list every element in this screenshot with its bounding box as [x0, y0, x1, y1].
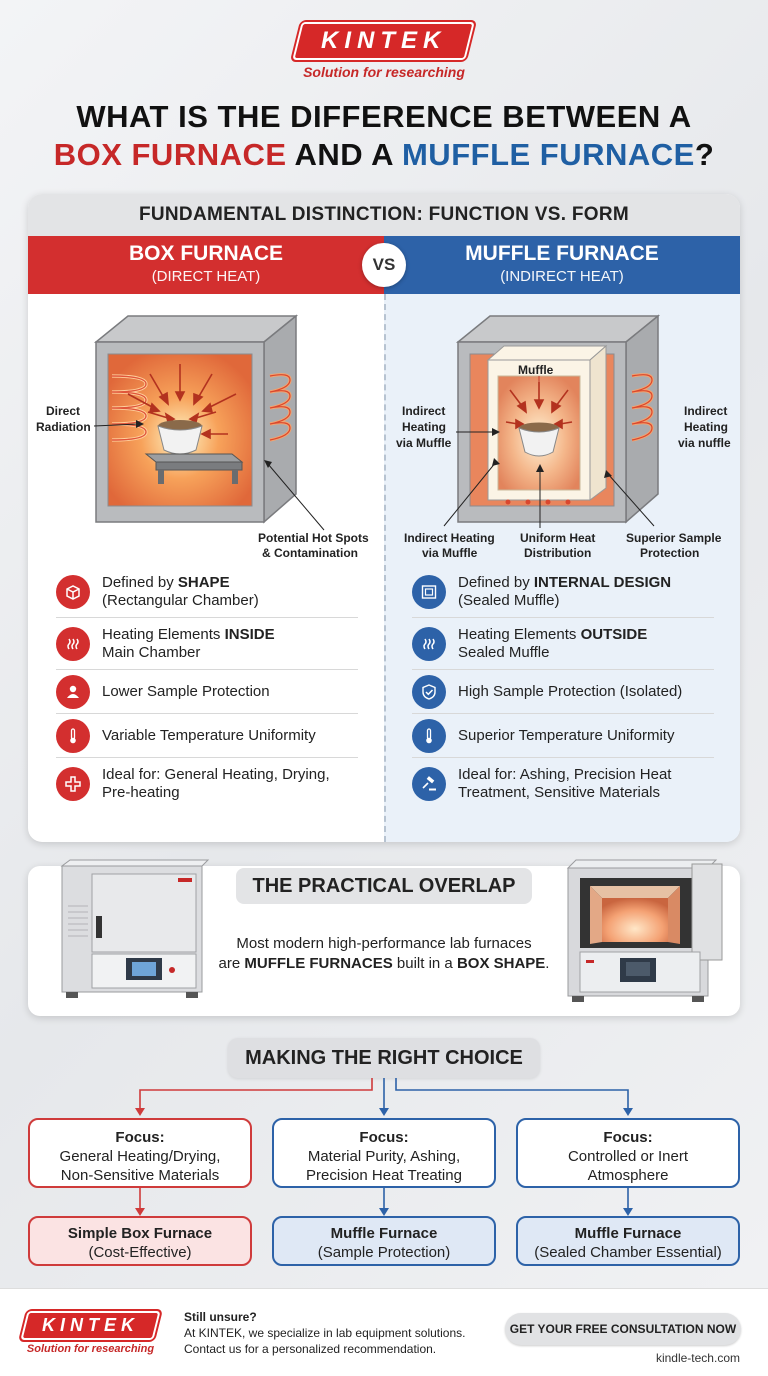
- feature-text: Ideal for: General Heating, Drying,Pre-h…: [102, 766, 330, 801]
- choice-title: MAKING THE RIGHT CHOICE: [228, 1038, 540, 1078]
- muffle-furnace-sub: (INDIRECT HEAT): [500, 268, 624, 285]
- label-ind-l3: via Muffle: [396, 436, 452, 450]
- footer-logo-tagline: Solution for researching: [26, 1343, 155, 1355]
- label-bottom-mid-2: Distribution: [524, 546, 591, 560]
- result-box-muffle: Muffle Furnace(Sample Protection): [272, 1216, 496, 1266]
- logo-text: KINTEK: [321, 27, 447, 54]
- focus-box-general: Focus:General Heating/Drying,Non-Sensiti…: [28, 1118, 252, 1188]
- feature-text: Lower Sample Protection: [102, 682, 270, 700]
- thermometer-icon: [412, 718, 446, 753]
- label-direct-1: Direct: [46, 404, 80, 418]
- label-ind-r1: Indirect: [684, 404, 727, 418]
- thermometer-icon: [56, 718, 90, 753]
- box-furnace-illustration: Direct Radiation Potential Hot Spots & C…: [28, 294, 384, 566]
- title-line-1: WHAT IS THE DIFFERENCE BETWEEN A: [76, 99, 692, 134]
- feature-item: Defined by SHAPE(Rectangular Chamber): [56, 566, 358, 618]
- consultation-button[interactable]: GET YOUR FREE CONSULTATION NOW: [505, 1313, 741, 1345]
- focus-box-purity: Focus:Material Purity, Ashing,Precision …: [272, 1118, 496, 1188]
- label-direct-2: Radiation: [36, 420, 91, 434]
- muffle-furnace-name: MUFFLE FURNACE: [465, 242, 659, 265]
- label-ind-l1: Indirect: [402, 404, 445, 418]
- label-ind-r2: Heating: [684, 420, 728, 434]
- feature-item: Superior Temperature Uniformity: [412, 714, 714, 758]
- practical-overlap-panel: THE PRACTICAL OVERLAP Most modern high-p…: [28, 859, 740, 1016]
- footer: KINTEK Solution for researching Still un…: [0, 1288, 768, 1376]
- feature-text: Defined by INTERNAL DESIGN(Sealed Muffle…: [458, 573, 672, 609]
- logo-tagline: Solution for researching: [303, 64, 465, 80]
- label-hot-2: & Contamination: [262, 546, 358, 560]
- box-furnace-header: BOX FURNACE (DIRECT HEAT): [28, 236, 384, 294]
- title-box-furnace: BOX FURNACE: [53, 137, 287, 172]
- heat-waves-icon: [56, 626, 90, 661]
- feature-item: Variable Temperature Uniformity: [56, 714, 358, 758]
- comparison-heading: FUNDAMENTAL DISTINCTION: FUNCTION VS. FO…: [28, 194, 740, 236]
- column-divider: [384, 294, 386, 842]
- footer-logo-badge: KINTEK: [20, 1311, 161, 1340]
- box-furnace-features: Defined by SHAPE(Rectangular Chamber) He…: [28, 566, 384, 810]
- website-link[interactable]: kindle-tech.com: [655, 1351, 740, 1365]
- label-bottom-right-2: Protection: [640, 546, 699, 560]
- medical-cross-icon: [56, 767, 90, 801]
- muffle-furnace-diagram: Muffle Indirect Heating via Muffle: [396, 314, 731, 560]
- title-question: ?: [694, 137, 715, 172]
- label-ind-r3: via nuffle: [678, 436, 731, 450]
- box-furnace-name: BOX FURNACE: [128, 242, 283, 265]
- cube-icon: [56, 574, 90, 609]
- label-bottom-mid-1: Uniform Heat: [520, 531, 595, 545]
- title-muffle-furnace: MUFFLE FURNACE: [401, 137, 695, 172]
- result-box-muffle-sealed: Muffle Furnace(Sealed Chamber Essential): [516, 1216, 740, 1266]
- title-and: AND A: [286, 137, 402, 172]
- feature-item: Ideal for: General Heating, Drying,Pre-h…: [56, 758, 358, 810]
- comparison-card: FUNDAMENTAL DISTINCTION: FUNCTION VS. FO…: [28, 194, 740, 842]
- footer-line-1: At KINTEK, we specialize in lab equipmen…: [184, 1326, 466, 1340]
- feature-text: Defined by SHAPE(Rectangular Chamber): [102, 573, 259, 609]
- label-muffle: Muffle: [518, 363, 554, 377]
- title-line-2: BOX FURNACE AND A MUFFLE FURNACE?: [0, 136, 768, 174]
- choice-tree-connectors: [135, 1078, 633, 1216]
- closed-furnace-image: [60, 859, 210, 998]
- feature-text: High Sample Protection (Isolated): [458, 682, 683, 700]
- label-hot-1: Potential Hot Spots: [258, 531, 369, 545]
- muffle-furnace-features: Defined by INTERNAL DESIGN(Sealed Muffle…: [384, 566, 740, 810]
- label-bottom-right-1: Superior Sample: [626, 531, 722, 545]
- footer-text: Still unsure? At KINTEK, we specialize i…: [184, 1309, 504, 1357]
- shield-check-icon: [412, 674, 446, 709]
- label-ind-l2: Heating: [402, 420, 446, 434]
- logo-badge: KINTEK: [292, 22, 476, 60]
- footer-question: Still unsure?: [184, 1310, 257, 1324]
- feature-item: Defined by INTERNAL DESIGN(Sealed Muffle…: [412, 566, 714, 618]
- person-icon: [56, 674, 90, 709]
- footer-logo[interactable]: KINTEK Solution for researching: [20, 1311, 161, 1355]
- result-box-simple-box: Simple Box Furnace(Cost-Effective): [28, 1216, 252, 1266]
- page-title: WHAT IS THE DIFFERENCE BETWEEN A BOX FUR…: [0, 98, 768, 174]
- muffle-furnace-illustration: Muffle Indirect Heating via Muffle: [384, 294, 740, 566]
- label-bottom-left-1: Indirect Heating: [404, 531, 495, 545]
- header-logo[interactable]: KINTEK Solution for researching: [0, 22, 768, 80]
- label-bottom-left-2: via Muffle: [422, 546, 478, 560]
- muffle-furnace-header: MUFFLE FURNACE (INDIRECT HEAT): [384, 236, 740, 294]
- footer-line-2: Contact us for a personalized recommenda…: [184, 1342, 437, 1356]
- chamber-icon: [412, 574, 446, 609]
- box-furnace-diagram: Direct Radiation Potential Hot Spots & C…: [36, 314, 369, 560]
- footer-logo-text: KINTEK: [42, 1315, 139, 1335]
- feature-item: High Sample Protection (Isolated): [412, 670, 714, 714]
- open-furnace-image: [566, 859, 723, 1002]
- box-furnace-sub: (DIRECT HEAT): [151, 268, 261, 285]
- overlap-text: Most modern high-performance lab furnace…: [218, 935, 550, 972]
- heat-waves-icon: [412, 626, 446, 661]
- overlap-title: THE PRACTICAL OVERLAP: [236, 868, 532, 904]
- feature-item: Lower Sample Protection: [56, 670, 358, 714]
- vs-badge: VS: [362, 243, 406, 287]
- feature-text: Superior Temperature Uniformity: [458, 726, 675, 744]
- gavel-icon: [412, 767, 446, 801]
- feature-text: Variable Temperature Uniformity: [102, 726, 316, 744]
